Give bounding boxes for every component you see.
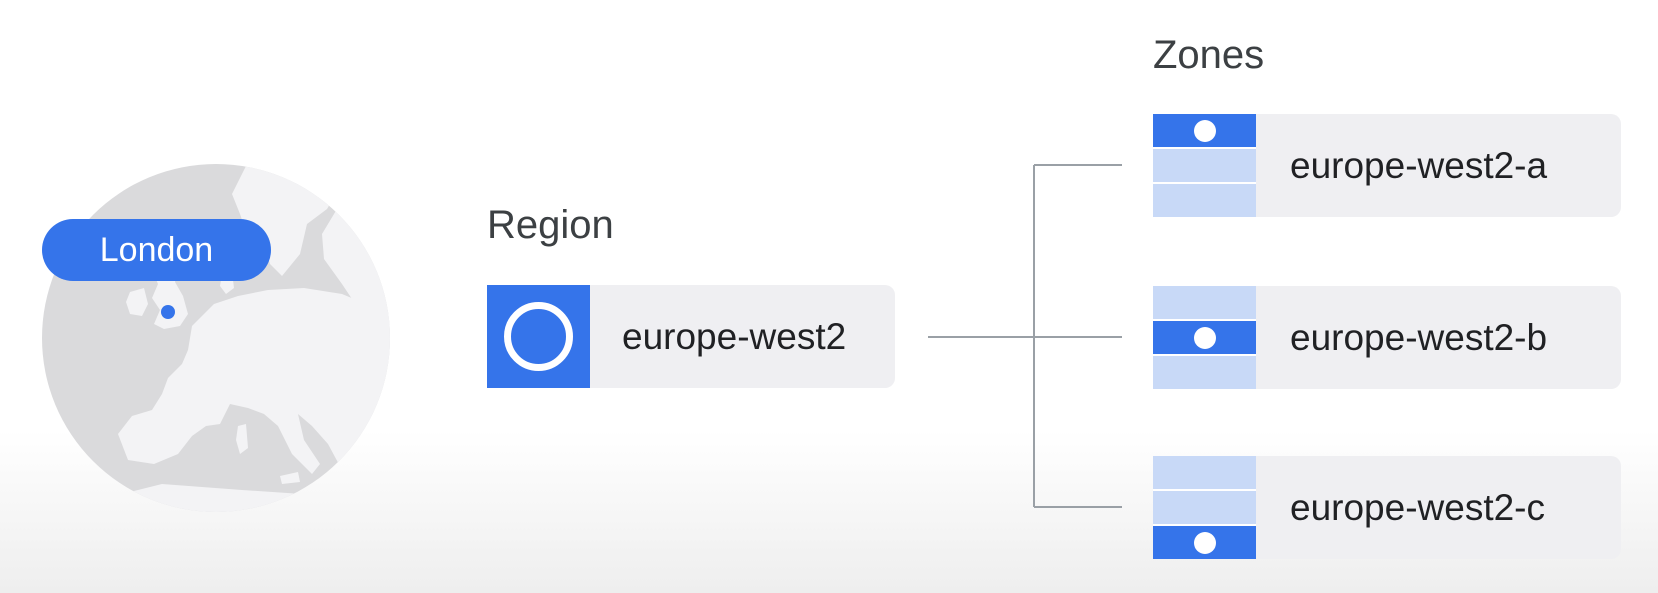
zone-stack-icon [1153,456,1256,559]
zone-segment-active [1153,526,1256,559]
zones-heading: Zones [1153,33,1265,77]
region-name: europe-west2 [622,316,847,357]
zone-segment [1153,149,1256,184]
zone-segment [1153,184,1256,217]
zone-name: europe-west2-b [1290,317,1548,358]
city-label-pill: London [42,219,271,281]
zone-segment-active [1153,114,1256,149]
region-card: europe-west2 [487,285,895,388]
globe-europe-icon [42,164,390,512]
city-name: London [99,231,214,269]
region-ring [504,302,573,371]
zone-stack-icon [1153,114,1256,217]
zone-segment [1153,456,1256,491]
zone-name: europe-west2-c [1290,487,1546,528]
zone-segment-active [1153,321,1256,356]
zone-dot-icon [1193,326,1216,349]
zone-segment [1153,491,1256,526]
zone-stack-icon [1153,286,1256,389]
zone-name: europe-west2-a [1290,145,1548,186]
zone-card-b: europe-west2-b [1153,286,1621,389]
zone-card-a: europe-west2-a [1153,114,1621,217]
zone-card-c: europe-west2-c [1153,456,1621,559]
region-heading: Region [487,203,614,247]
europe-landmass [82,164,390,512]
zone-segment [1153,286,1256,321]
region-ring-icon [487,285,590,388]
location-dot-icon [161,305,175,319]
zone-segment [1153,356,1256,389]
zone-dot-icon [1193,119,1216,142]
zone-dot-icon [1193,531,1216,554]
